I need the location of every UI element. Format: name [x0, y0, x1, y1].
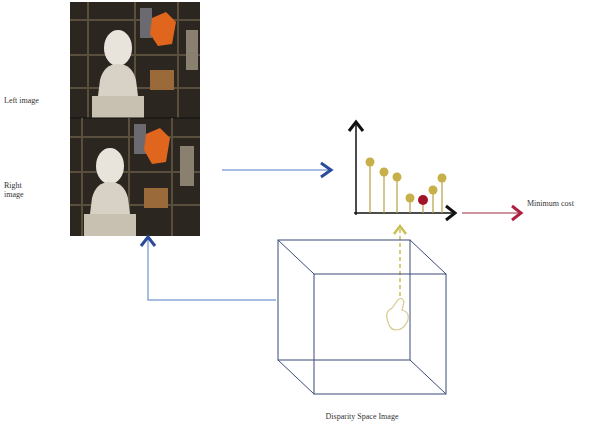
minimum-dot — [418, 195, 428, 205]
result-arrow — [462, 206, 521, 220]
cost-chart — [349, 122, 455, 220]
photo-ground — [70, 118, 200, 236]
orange-object — [150, 12, 176, 46]
connector-line — [148, 237, 276, 300]
camera-object — [186, 30, 198, 70]
cube-back — [278, 240, 410, 360]
arrow-head — [141, 237, 155, 246]
cost-stems — [370, 162, 442, 213]
shelves — [70, 2, 200, 118]
cube-edge — [278, 360, 314, 394]
photo-ground — [70, 2, 200, 118]
bust-base — [92, 96, 144, 118]
stereo-image: Right image — [4, 119, 200, 236]
image-label: Disparity Space Image — [256, 412, 468, 421]
image-label: Left image — [4, 96, 40, 105]
cube-front — [314, 274, 446, 394]
bust-head — [104, 30, 132, 66]
stereo-photo — [70, 2, 200, 236]
flow-arrow — [222, 163, 331, 177]
camera-object — [180, 146, 194, 186]
result-label: Minimum cost — [527, 199, 575, 208]
stereo-image: Left image — [4, 2, 200, 119]
feedback-arrow — [141, 237, 276, 300]
lookup-arrow — [399, 228, 401, 296]
image-label: Right image — [4, 181, 40, 199]
bust-head — [96, 148, 124, 184]
orange-object — [144, 128, 170, 164]
box-object — [144, 188, 168, 208]
cube-edge — [278, 240, 314, 274]
cost-dots — [366, 158, 447, 203]
bust-shoulders — [98, 64, 138, 96]
bust-base — [84, 214, 136, 236]
disparity-cube: Disparity Space Image — [276, 238, 448, 398]
cube-outline — [276, 238, 448, 398]
shelves — [70, 118, 200, 236]
box-object — [150, 70, 174, 90]
cube-edge — [410, 240, 446, 274]
bust-shoulders — [90, 182, 130, 214]
sketch-shape — [387, 298, 409, 330]
cube-edge — [410, 360, 446, 394]
cost-lookup — [387, 226, 409, 330]
